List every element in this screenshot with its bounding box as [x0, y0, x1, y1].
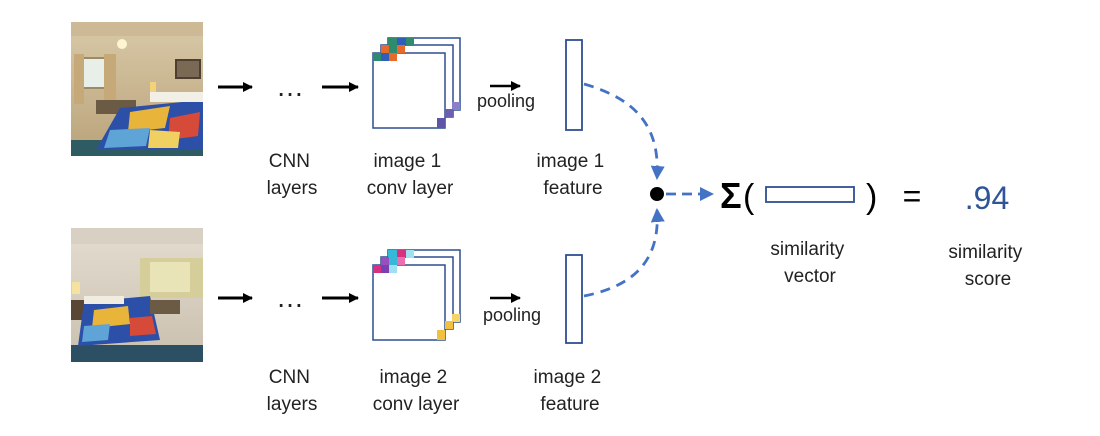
conv-layer-label-2-line2: conv layer — [373, 394, 460, 415]
conv-layer-label-1-line1: image 1 — [374, 151, 442, 172]
cnn-layers-label-1-line2: layers — [267, 178, 318, 199]
similarity-vector-label-line2: vector — [784, 266, 836, 287]
dashed-arrow-top — [583, 82, 665, 180]
cnn-ellipsis: … — [276, 71, 304, 102]
row-1: … pooling CN — [71, 22, 610, 199]
pooling-label-1: pooling — [477, 91, 535, 111]
feature-label-2-line2: feature — [540, 394, 599, 415]
cnn-layers-label-1-line1: CNN — [269, 151, 310, 172]
feature-label-2-line1: image 2 — [534, 367, 602, 388]
row-2: … pooling CNN layers ima — [71, 228, 607, 415]
conv-layer-label-1: image 1 conv layer — [367, 151, 454, 199]
similarity-vector-label: similarity vector — [770, 239, 849, 287]
feature-label-1: image 1 feature — [537, 151, 610, 199]
cnn-layers-label-2-line1: CNN — [269, 367, 310, 388]
dashed-arrow-bottom — [583, 208, 665, 298]
close-paren: ) — [866, 178, 877, 216]
feature-label-1-line2: feature — [543, 178, 602, 199]
feature-label-1-line1: image 1 — [537, 151, 605, 172]
cnn-layers-label-2: CNN layers — [267, 367, 318, 415]
conv-layer-label-1-line2: conv layer — [367, 178, 454, 199]
merge-section: Σ ( ) = .94 similarity vector similarity… — [583, 82, 1027, 298]
hotel-room-photo-1 — [71, 22, 203, 156]
similarity-score-label: similarity score — [948, 242, 1027, 290]
pooling-label-2: pooling — [483, 305, 541, 325]
cnn-layers-label-2-line2: layers — [267, 394, 318, 415]
similarity-score-label-line2: score — [965, 269, 1011, 290]
hotel-room-photo-2 — [71, 228, 203, 362]
equals-sign: = — [903, 178, 922, 214]
similarity-score-label-line1: similarity — [948, 242, 1022, 263]
conv-layer-stack-2 — [372, 249, 461, 341]
cnn-ellipsis-2: … — [276, 282, 304, 313]
sigma-symbol: Σ — [720, 175, 742, 216]
merge-dot — [650, 187, 664, 201]
similarity-vector-box — [765, 186, 855, 203]
similarity-vector-label-line1: similarity — [770, 239, 844, 260]
cnn-layers-label-1: CNN layers — [267, 151, 318, 199]
conv-layer-stack-1 — [372, 37, 461, 129]
open-paren: ( — [743, 178, 755, 216]
conv-layer-label-2: image 2 conv layer — [373, 367, 460, 415]
similarity-score-value: .94 — [965, 180, 1009, 216]
feature-label-2: image 2 feature — [534, 367, 607, 415]
feature-vector-1 — [565, 39, 583, 131]
conv-layer-label-2-line1: image 2 — [380, 367, 448, 388]
feature-vector-2 — [565, 254, 583, 344]
